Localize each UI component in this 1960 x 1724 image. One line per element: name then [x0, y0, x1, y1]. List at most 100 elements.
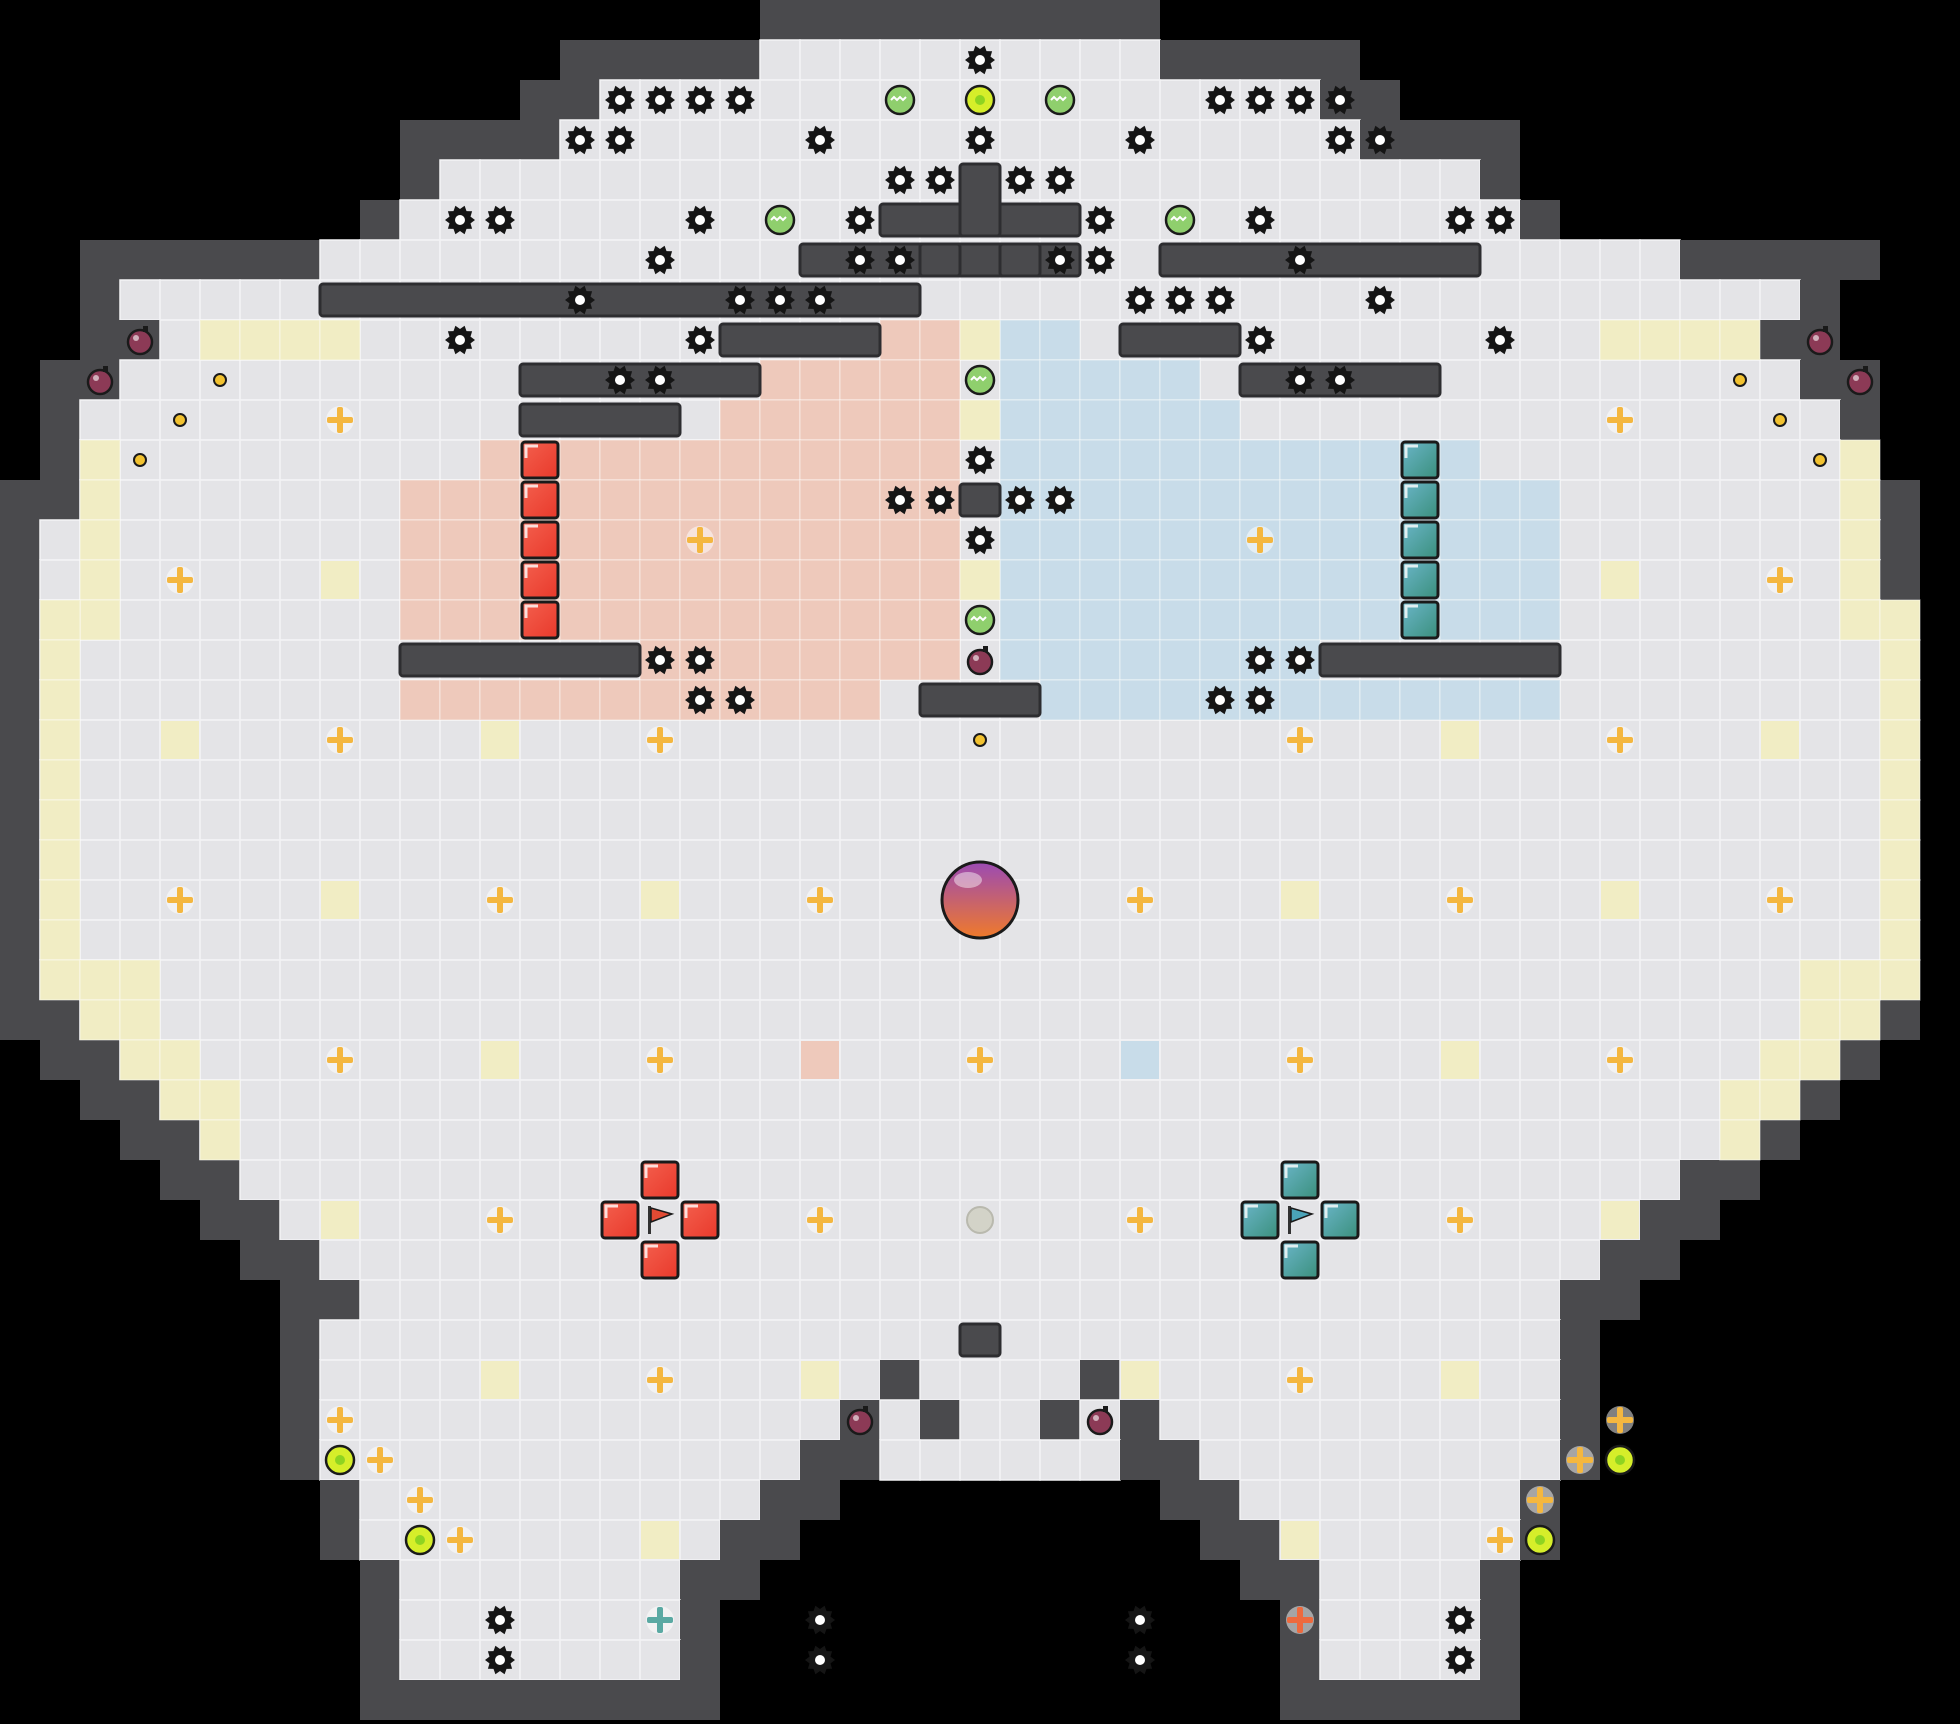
wall-tile [1480, 160, 1520, 200]
red-team-zone [439, 599, 481, 641]
boost-tile-icon-bar-h [1567, 1457, 1593, 1463]
floor-tile [599, 1119, 641, 1161]
floor-tile [719, 1039, 761, 1081]
floor-tile [839, 1119, 881, 1161]
wall-tile [0, 920, 40, 960]
floor-tile [999, 79, 1041, 121]
floor-tile [919, 799, 961, 841]
floor-tile [1239, 1239, 1281, 1281]
floor-tile [1239, 399, 1281, 441]
floor-tile [839, 919, 881, 961]
gear-hub [975, 135, 985, 145]
wall-tile [1240, 1520, 1280, 1560]
red-gate-block-body [640, 1240, 680, 1280]
red-team-zone [759, 399, 801, 441]
gear-hub [495, 1655, 505, 1665]
red-team-zone [919, 639, 961, 681]
floor-tile [319, 839, 361, 881]
wall-segment [1158, 242, 1482, 278]
wall-tile [280, 1320, 320, 1360]
floor-tile [559, 1199, 601, 1241]
floor-tile [839, 879, 881, 921]
floor-tile [1439, 1279, 1481, 1321]
floor-tile [1639, 479, 1681, 521]
floor-tile [399, 1039, 441, 1081]
floor-tile [1039, 799, 1081, 841]
floor-tile [1559, 519, 1601, 561]
gear-icon [605, 365, 635, 395]
floor-tile [319, 999, 361, 1041]
floor-tile [599, 239, 641, 281]
wall-tile [1680, 1160, 1720, 1200]
boost-tile-icon-bar-h [327, 417, 353, 423]
wall-tile [760, 1520, 800, 1560]
gear-hub [855, 255, 865, 265]
boost-tile-icon [1606, 726, 1634, 754]
floor-tile [1159, 959, 1201, 1001]
floor-tile [439, 359, 481, 401]
floor-tile [1399, 1399, 1441, 1441]
floor-tile [1159, 1359, 1201, 1401]
floor-tile [1079, 279, 1121, 321]
gear-hub [655, 95, 665, 105]
floor-tile [1679, 599, 1721, 641]
floor-tile [559, 1519, 601, 1561]
floor-tile [479, 1439, 521, 1481]
floor-tile [1039, 839, 1081, 881]
boost-tile-icon-bar-h [1527, 1497, 1553, 1503]
floor-tile [439, 439, 481, 481]
floor-tile [1359, 1519, 1401, 1561]
floor-tile [959, 1119, 1001, 1161]
floor-tile [439, 1039, 481, 1081]
blue-team-zone [1119, 559, 1161, 601]
wall-tile [1840, 240, 1880, 280]
yellow-tile [481, 1041, 519, 1079]
floor-tile [519, 919, 561, 961]
wall-tile [1360, 80, 1400, 120]
bomb-shine [1813, 335, 1819, 341]
red-gate-block-body [640, 1160, 680, 1200]
floor-tile [1559, 359, 1601, 401]
floor-tile [999, 1359, 1041, 1401]
floor-tile [679, 1119, 721, 1161]
floor-tile [599, 1479, 641, 1521]
floor-tile [879, 839, 921, 881]
red-gate-block-body [680, 1200, 720, 1240]
floor-tile [319, 239, 361, 281]
red-gate-block-shine [644, 1164, 658, 1178]
floor-tile [1359, 1479, 1401, 1521]
floor-tile [359, 599, 401, 641]
floor-tile [719, 1079, 761, 1121]
floor-tile [839, 959, 881, 1001]
floor-tile [1119, 39, 1161, 81]
blue-team-zone [1159, 559, 1201, 601]
floor-tile [559, 1279, 601, 1321]
wall-tile [400, 1680, 440, 1720]
speed-strip-tile [959, 319, 1001, 361]
speed-strip-tile [199, 1079, 241, 1121]
floor-tile [599, 1559, 641, 1601]
red-flag-icon [648, 1206, 675, 1234]
floor-tile [1319, 799, 1361, 841]
floor-tile [759, 1159, 801, 1201]
floor-tile [1479, 1479, 1521, 1521]
floor-tile [199, 999, 241, 1041]
wall-segment [958, 482, 1002, 518]
floor-tile [1559, 839, 1601, 881]
wall-tile [0, 960, 40, 1000]
floor-tile [999, 1159, 1041, 1201]
gear-icon [1245, 685, 1275, 715]
floor-tile [519, 799, 561, 841]
floor-tile [1639, 1119, 1681, 1161]
red-team-zone [919, 519, 961, 561]
floor-tile [679, 879, 721, 921]
gear-hub [975, 535, 985, 545]
gear-hub [495, 215, 505, 225]
floor-tile [799, 199, 841, 241]
gear-hub [615, 375, 625, 385]
wall-tile [120, 1080, 160, 1120]
bomb-body [86, 368, 114, 396]
floor-tile [1639, 399, 1681, 441]
wall-tile [600, 1680, 640, 1720]
floor-tile [599, 879, 641, 921]
